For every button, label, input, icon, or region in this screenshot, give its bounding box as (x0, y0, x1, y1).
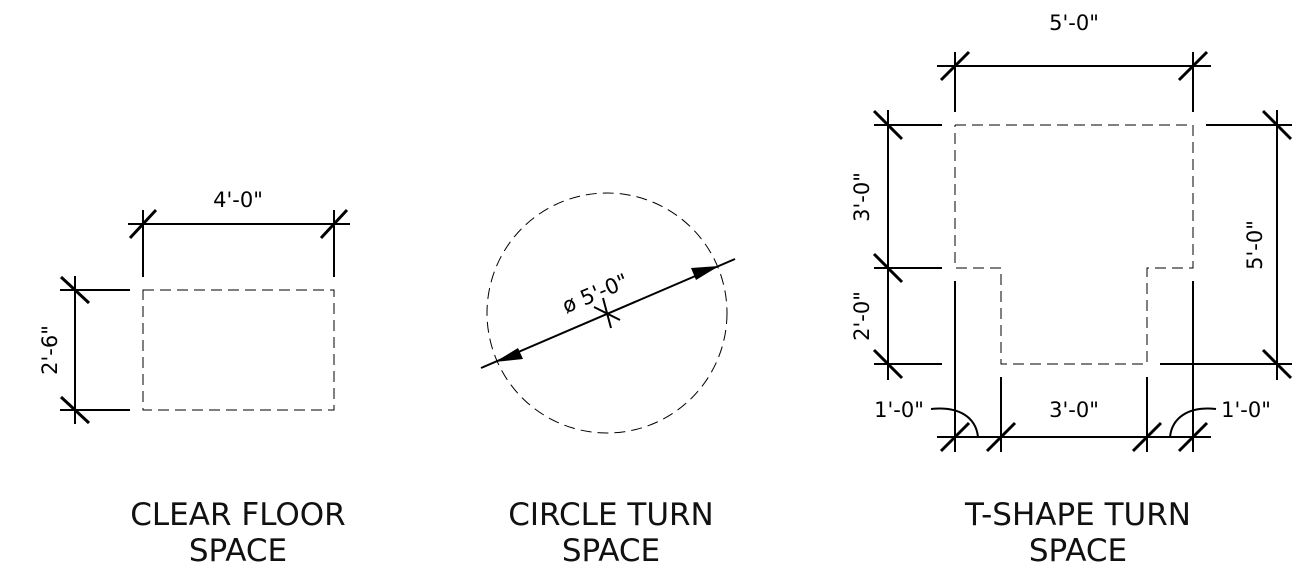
caption-line: SPACE (561, 533, 661, 569)
circle-turn-caption: CIRCLE TURN SPACE (466, 497, 756, 569)
center-mark (602, 297, 612, 329)
dimension-tick (985, 421, 1017, 453)
t-right-arm-label: 1'-0" (1221, 398, 1271, 422)
dimension-tick (872, 109, 904, 141)
dimension-tick (939, 421, 971, 453)
t-left-arm-label: 1'-0" (874, 398, 924, 422)
clear-floor-outline (142, 289, 335, 411)
dimension-tick (872, 348, 904, 380)
caption-line: SPACE (1028, 533, 1128, 569)
dimension-tick (319, 208, 349, 240)
t-lower-depth-label: 2'-0" (850, 291, 874, 341)
leader-line (1169, 407, 1217, 438)
dimension-tick (1261, 348, 1293, 380)
t-overall-depth-label: 5'-0" (1243, 220, 1267, 270)
t-shape-outline (954, 124, 1194, 365)
turning-circle-outline (486, 192, 728, 434)
caption-line: CLEAR FLOOR (130, 497, 346, 533)
dimension-tick (59, 395, 91, 425)
caption-line: T-SHAPE TURN (965, 497, 1191, 533)
arrowhead (691, 266, 719, 280)
t-shape-turn-caption: T-SHAPE TURN SPACE (913, 497, 1243, 569)
circle-diameter-label: ø 5'-0" (559, 269, 632, 318)
t-top-width-label: 5'-0" (1049, 11, 1099, 35)
circle-turn-space-figure: ø 5'-0" (480, 192, 736, 434)
dimension-tick (1177, 50, 1209, 82)
clear-floor-space-figure: 4'-0" 2'-6" (38, 188, 350, 425)
caption-line: SPACE (188, 533, 288, 569)
clear-floor-caption: CLEAR FLOOR SPACE (78, 497, 398, 569)
t-shape-turn-space-figure: 5'-0" 3'-0" 2'-0" 5'-0" 1'-0" 3'-0 (850, 11, 1293, 453)
leader-line (930, 407, 979, 438)
caption-line: CIRCLE TURN (508, 497, 714, 533)
t-stem-width-label: 3'-0" (1049, 398, 1099, 422)
arrowhead (495, 348, 523, 362)
dimension-tick (1261, 109, 1293, 141)
dimension-tick (872, 252, 904, 284)
dimension-tick (59, 275, 91, 305)
dimension-tick (1131, 421, 1163, 453)
clear-floor-depth-label: 2'-6" (38, 325, 62, 375)
clear-floor-width-label: 4'-0" (213, 188, 263, 212)
t-upper-depth-label: 3'-0" (850, 172, 874, 222)
dimension-tick (1177, 421, 1209, 453)
dimension-tick (939, 50, 971, 82)
dimension-tick (128, 208, 158, 240)
